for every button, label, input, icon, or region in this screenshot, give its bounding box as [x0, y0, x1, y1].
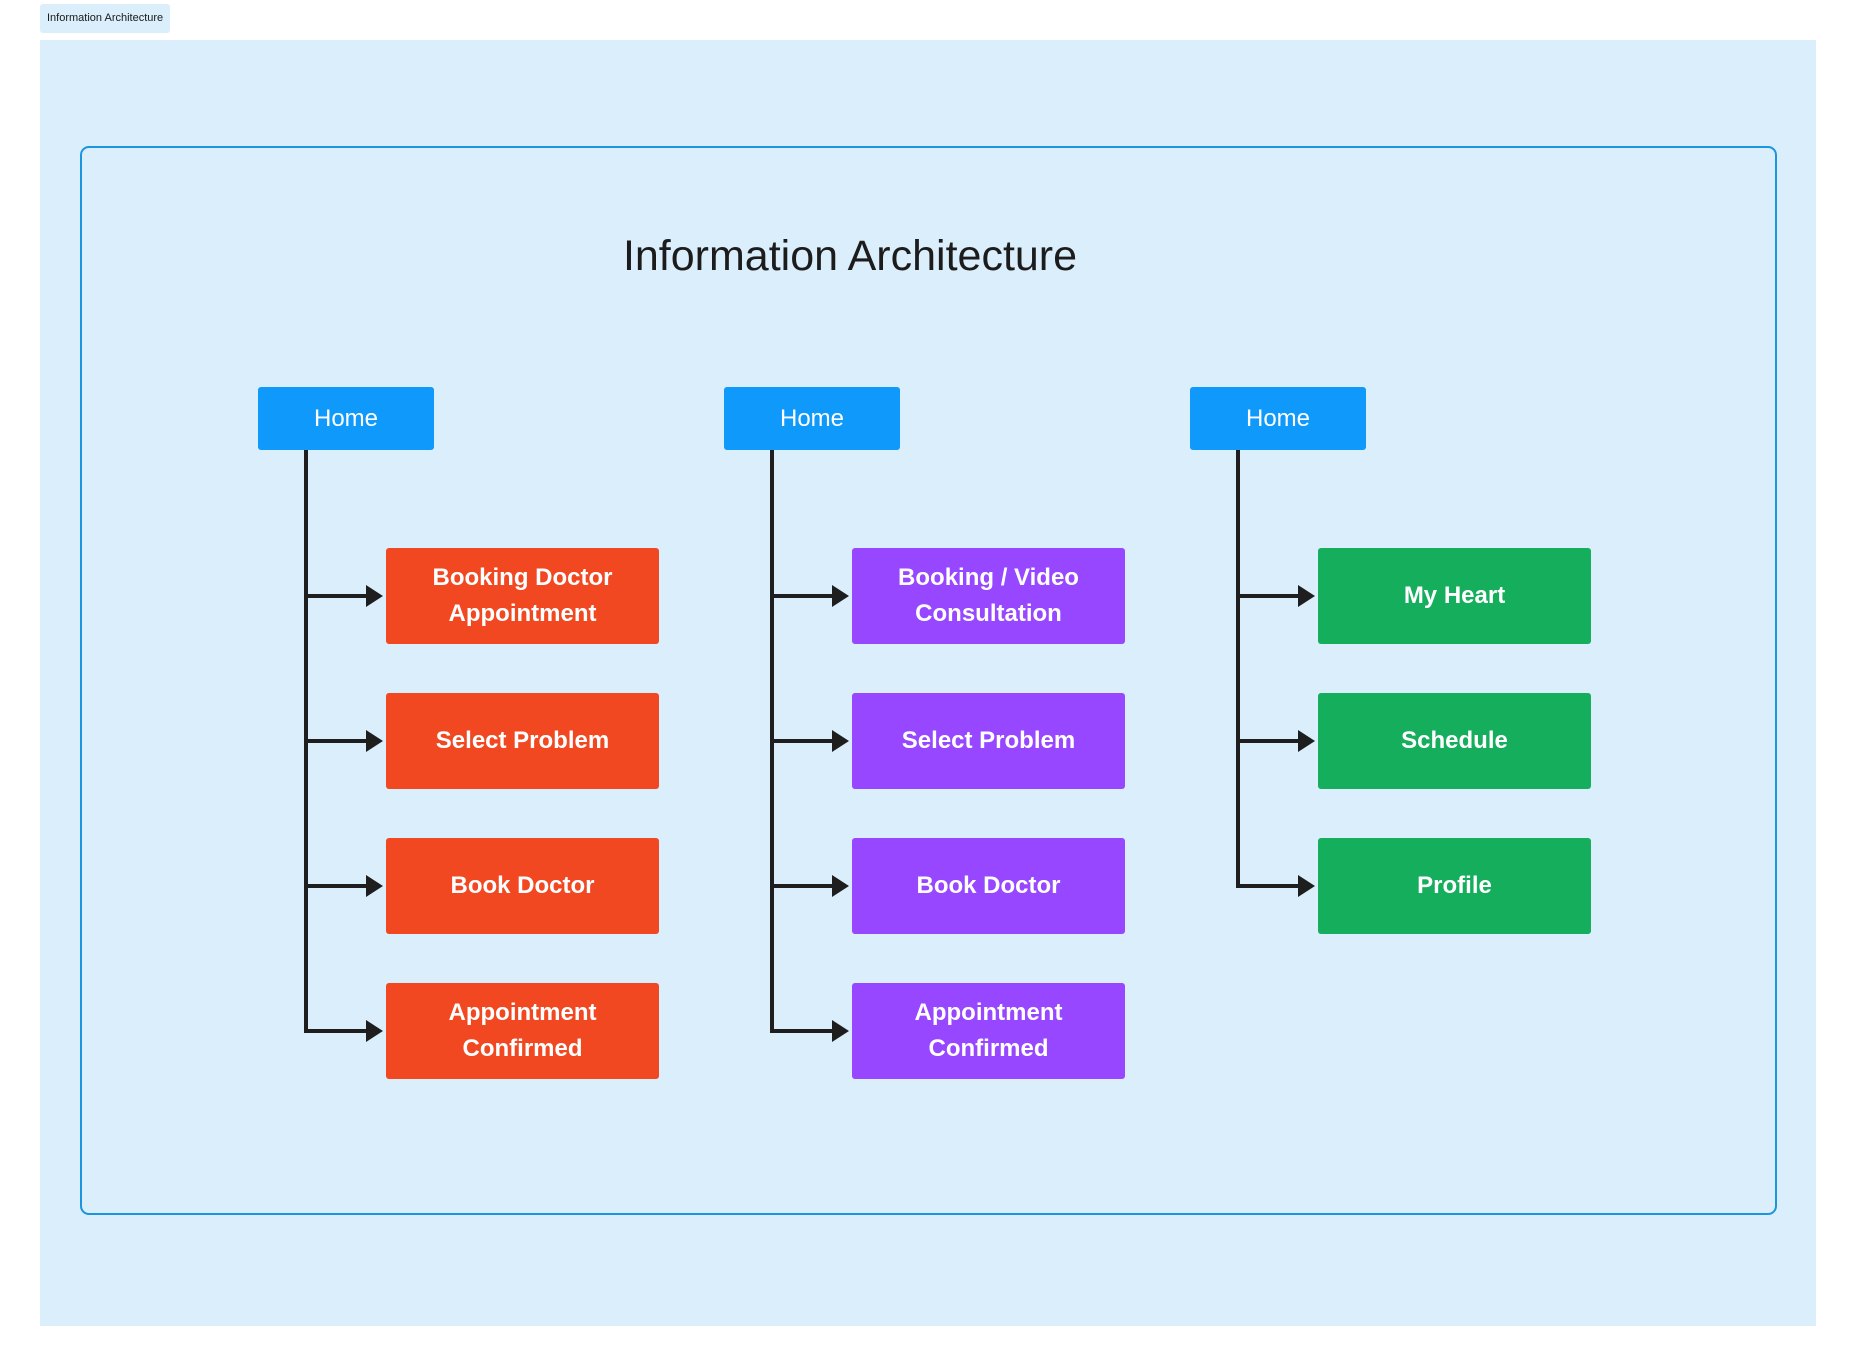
flow-step-label: Book Doctor — [450, 872, 595, 899]
flow-step-label: My Heart — [1403, 582, 1506, 609]
frame-label[interactable]: Information Architecture — [40, 4, 171, 33]
flow-step-node[interactable]: Profile — [1318, 838, 1591, 934]
flow-step-node[interactable]: Appointment Confirmed — [852, 983, 1125, 1079]
flow-step-node[interactable]: Booking / Video Consultation — [852, 548, 1125, 644]
home-node[interactable]: Home — [724, 387, 900, 450]
flow-step-label: Profile — [1417, 872, 1492, 899]
home-node[interactable]: Home — [258, 387, 434, 450]
diagram-container — [80, 146, 1777, 1215]
flow-step-label: Booking / Video Consultation — [898, 564, 1079, 627]
flow-step-label: Appointment Confirmed — [448, 999, 597, 1062]
flow-step-node[interactable]: Appointment Confirmed — [386, 983, 659, 1079]
flow-step-label: Select Problem — [901, 727, 1076, 754]
home-node-label: Home — [779, 404, 845, 432]
home-node-label: Home — [313, 404, 379, 432]
flow-step-node[interactable]: Book Doctor — [386, 838, 659, 934]
flow-step-node[interactable]: Schedule — [1318, 693, 1591, 789]
flow-step-label: Book Doctor — [916, 872, 1061, 899]
flow-step-node[interactable]: Book Doctor — [852, 838, 1125, 934]
diagram-frame — [40, 40, 1816, 1326]
flow-step-node[interactable]: My Heart — [1318, 548, 1591, 644]
flow-step-label: Schedule — [1401, 727, 1508, 754]
flow-step-label: Appointment Confirmed — [914, 999, 1063, 1062]
flow-step-node[interactable]: Select Problem — [386, 693, 659, 789]
flow-step-label: Booking Doctor Appointment — [432, 564, 613, 627]
home-node-label: Home — [1245, 404, 1311, 432]
flow-step-node[interactable]: Select Problem — [852, 693, 1125, 789]
home-node[interactable]: Home — [1190, 387, 1366, 450]
diagram-title: Information Architecture — [622, 232, 1078, 280]
flow-step-node[interactable]: Booking Doctor Appointment — [386, 548, 659, 644]
flow-step-label: Select Problem — [435, 727, 610, 754]
